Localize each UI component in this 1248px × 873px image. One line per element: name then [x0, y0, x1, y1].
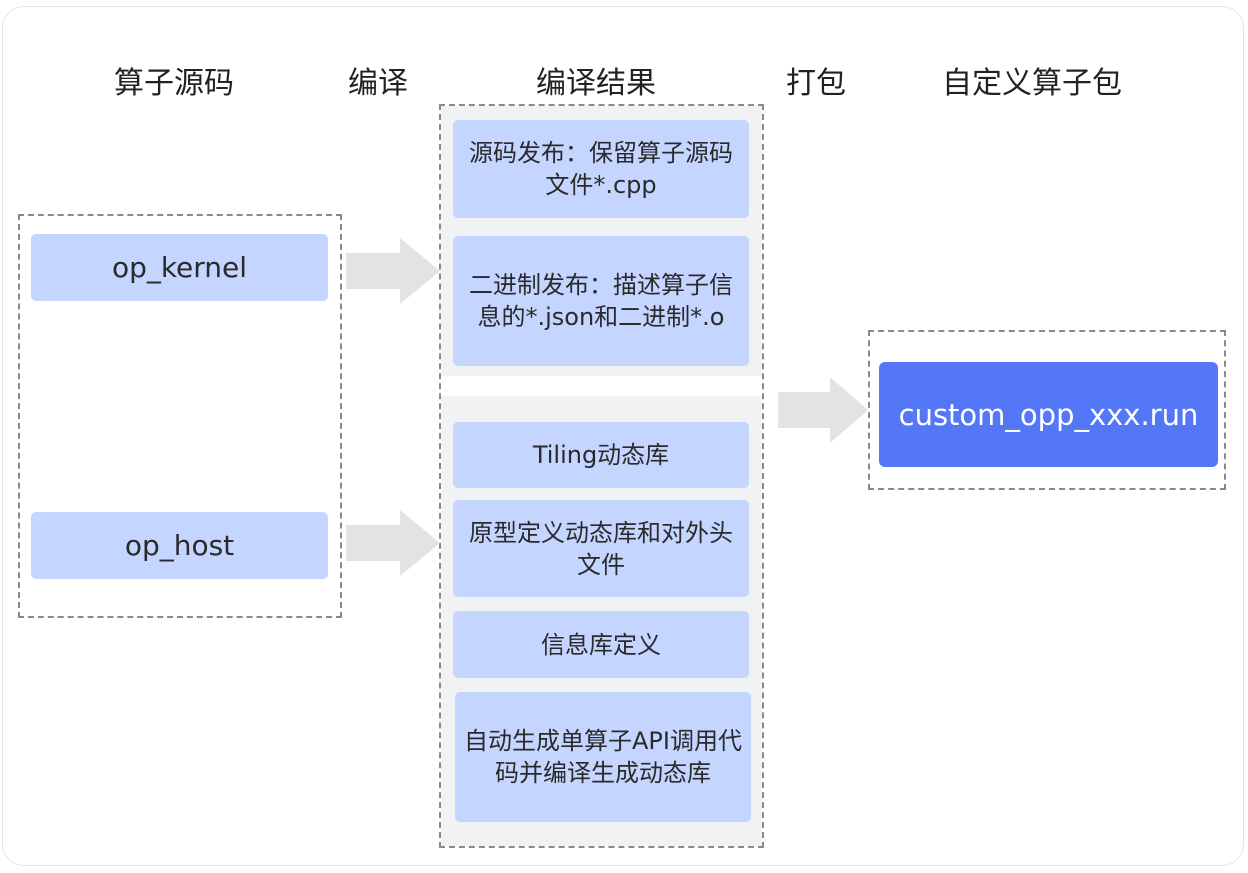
tiling-lib-node: Tiling动态库 [453, 422, 749, 488]
result-group-border [439, 104, 764, 848]
info-lib-node: 信息库定义 [453, 611, 749, 678]
prototype-lib-node: 原型定义动态库和对外头文件 [453, 500, 749, 597]
header-pack: 打包 [786, 66, 846, 101]
host-compile-arrow [346, 510, 440, 576]
header-result: 编译结果 [536, 66, 656, 101]
source-release-node: 源码发布：保留算子源码文件*.cpp [453, 120, 749, 218]
pack-arrow [778, 377, 868, 443]
header-source: 算子源码 [114, 66, 234, 101]
op-kernel-node: op_kernel [31, 234, 328, 301]
binary-release-node: 二进制发布：描述算子信息的*.json和二进制*.o [453, 236, 749, 366]
source-group-border [18, 214, 342, 618]
output-group-border [868, 330, 1226, 490]
header-compile: 编译 [348, 66, 408, 101]
header-package: 自定义算子包 [942, 66, 1122, 101]
op-host-node: op_host [31, 512, 328, 579]
auto-api-node: 自动生成单算子API调用代码并编译生成动态库 [455, 692, 751, 822]
kernel-compile-arrow [346, 238, 440, 304]
run-file-node: custom_opp_xxx.run [879, 362, 1218, 467]
